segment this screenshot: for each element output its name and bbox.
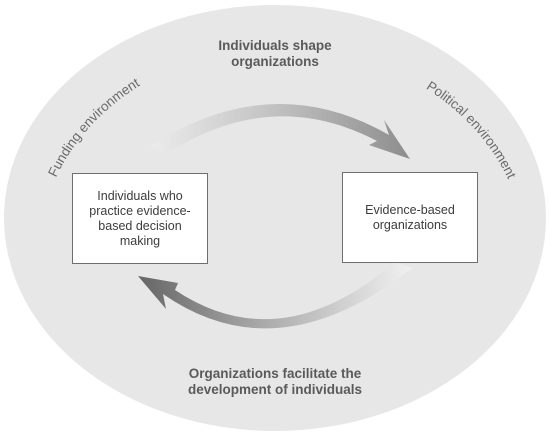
individuals-box-text: Individuals who practice evidence-based … bbox=[89, 188, 191, 248]
organizations-box: Evidence-based organizations bbox=[342, 172, 478, 263]
top-arrow-label: Individuals shape organizations bbox=[218, 38, 332, 69]
top-cycle-arrow bbox=[150, 104, 410, 159]
bottom-arrow-label: Organizations facilitate the development… bbox=[187, 366, 363, 397]
environment-ellipse bbox=[4, 5, 546, 431]
individuals-box: Individuals who practice evidence-based … bbox=[72, 173, 208, 264]
organizations-box-text: Evidence-based organizations bbox=[365, 202, 455, 232]
bottom-cycle-arrow bbox=[138, 262, 412, 329]
